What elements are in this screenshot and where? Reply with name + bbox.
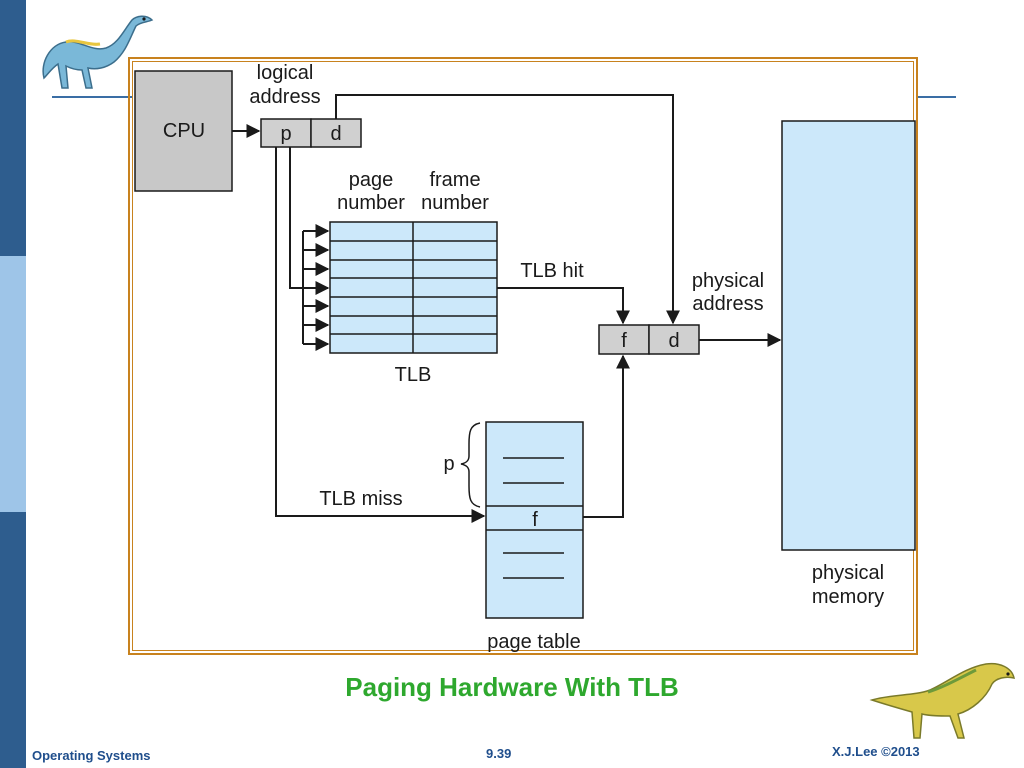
tlb-hit-arrow (497, 287, 630, 325)
tlb-hit-label: TLB hit (520, 260, 584, 282)
tlb-label: TLB (395, 364, 432, 386)
logical-d-label: d (330, 123, 341, 145)
physical-memory-label-line1: physical (812, 562, 884, 584)
physical-f-label: f (621, 330, 627, 352)
page-table-f-label: f (532, 509, 538, 531)
physical-address-label-line1: physical (692, 270, 764, 292)
footer-course: Operating Systems (32, 748, 151, 763)
tlb-table (329, 221, 498, 354)
page-table-to-address-arrow (583, 354, 630, 518)
page-table-brace (460, 422, 481, 508)
dinosaur-icon (869, 662, 1015, 739)
physical-memory-label-line2: memory (812, 586, 884, 608)
physical-d-label: d (668, 330, 679, 352)
tlb-miss-arrow (275, 147, 486, 523)
footer-page-number: 9.39 (486, 746, 512, 761)
dinosaur-icon (42, 15, 154, 89)
header-rule-left (52, 96, 132, 98)
physical-f-cell (598, 324, 650, 355)
footer-copyright: X.J.Lee ©2013 (832, 744, 920, 759)
header-rule-right (916, 96, 956, 98)
cpu-label: CPU (163, 120, 205, 142)
tlb-page-number-header-line2: number (337, 192, 405, 214)
physical-d-cell (648, 324, 700, 355)
page-table-p-label: p (443, 453, 454, 475)
logical-p-label: p (280, 123, 291, 145)
tlb-lookup-arrows (289, 147, 330, 351)
tlb-miss-label: TLB miss (319, 488, 402, 510)
slide-title: Paging Hardware With TLB (345, 672, 679, 702)
cpu-box (134, 70, 233, 192)
tlb-frame-number-header-line2: number (421, 192, 489, 214)
offset-d-arrow (335, 94, 680, 325)
page-table (485, 421, 584, 619)
tlb-frame-number-header-line1: frame (429, 169, 480, 191)
physical-memory-box (781, 120, 916, 551)
page-table-label: page table (487, 631, 580, 653)
diagram-frame (128, 57, 918, 655)
logical-address-label-line1: logical (257, 62, 314, 84)
tlb-page-number-header-line1: page (349, 169, 394, 191)
logical-address-label-line2: address (249, 86, 320, 108)
physical-address-label-line2: address (692, 293, 763, 315)
sidebar-bar-highlight (0, 256, 26, 512)
